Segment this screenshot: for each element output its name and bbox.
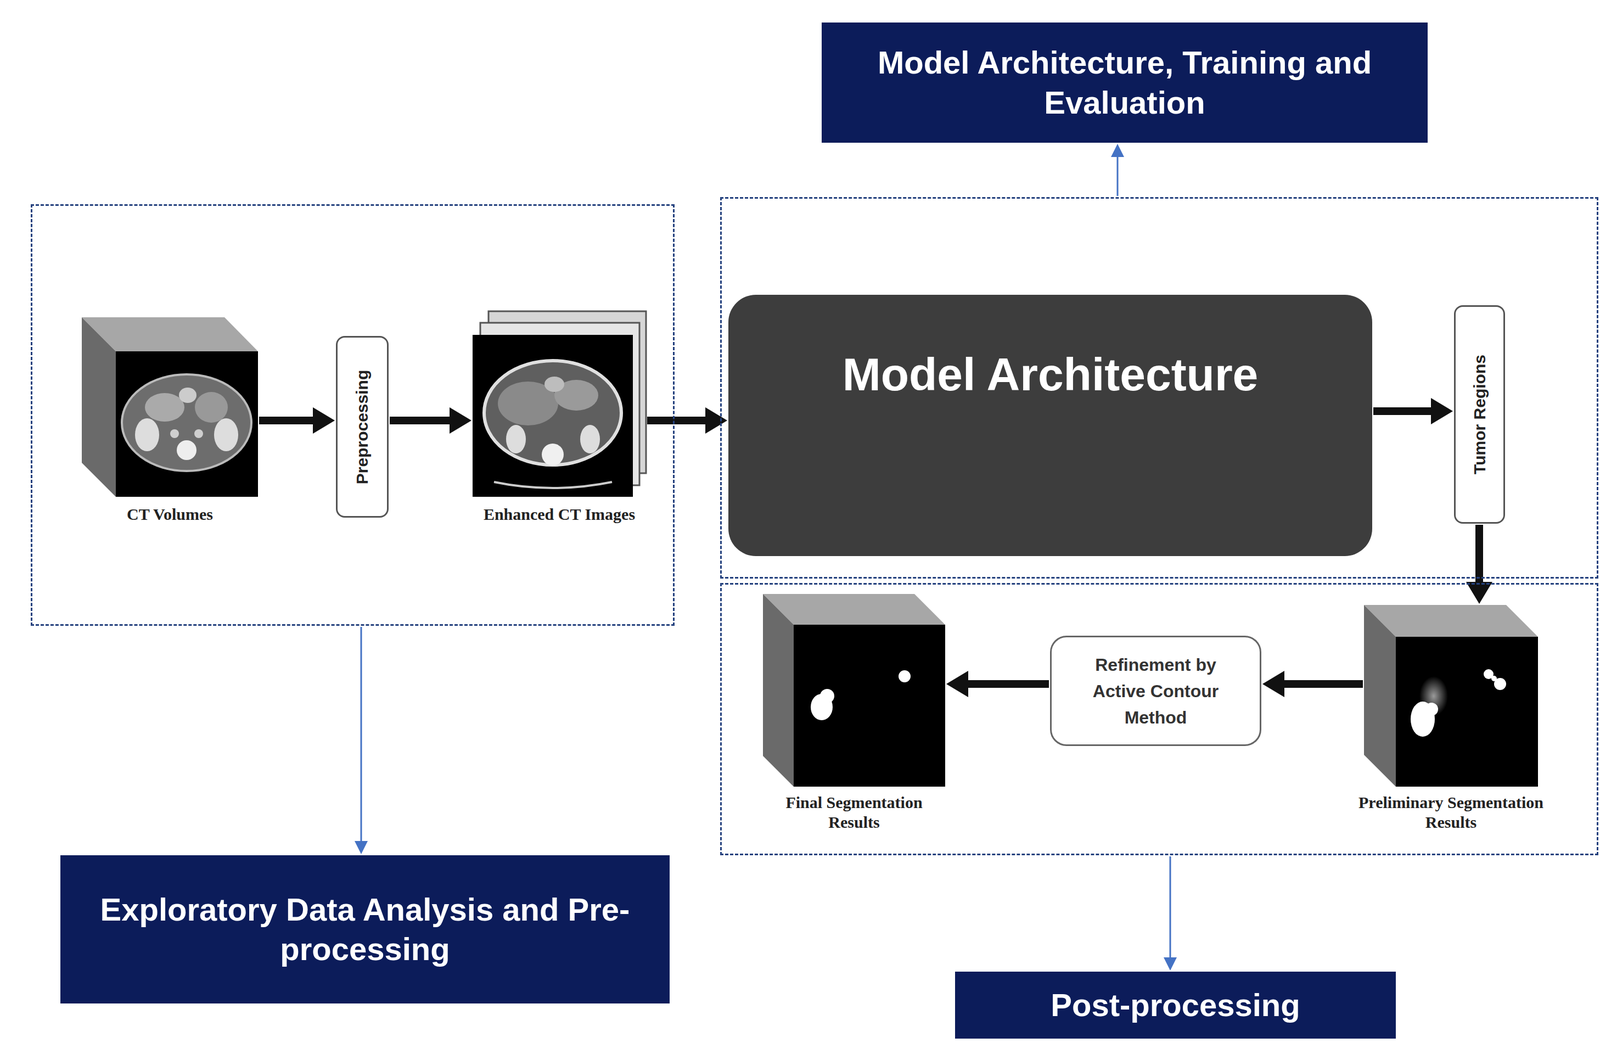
flow-arrow xyxy=(946,670,1049,698)
section-heading: Exploratory Data Analysis and Pre-proces… xyxy=(87,889,643,970)
section-pointer xyxy=(1163,856,1177,971)
ct-volume-cube-part xyxy=(178,387,197,403)
arrow-head xyxy=(449,407,472,434)
ct-volume-cube-part xyxy=(144,393,185,422)
enhanced-ct-stack-part xyxy=(580,424,600,454)
dashed-region: CT VolumesPreprocessingEnhanced CT Image… xyxy=(30,204,675,626)
ct-volume-cube-part xyxy=(81,317,116,497)
preliminary-segmentation-cube-part xyxy=(1363,604,1396,787)
process-box: Refinement by Active Contour Method xyxy=(1050,635,1262,746)
dashed-region: Model Architecture Tumor Regions xyxy=(720,197,1599,579)
image-caption: Enhanced CT Images xyxy=(449,504,670,525)
flow-arrow xyxy=(389,407,472,434)
model-label: Model Architecture xyxy=(842,346,1259,403)
ct-volume-cube-part xyxy=(121,374,252,471)
enhanced-ct-stack xyxy=(472,311,647,497)
flow-arrow xyxy=(647,407,728,434)
process-label: Refinement by Active Contour Method xyxy=(1076,651,1235,731)
segmentation-node: Preliminary Segmentation Results xyxy=(1363,604,1538,833)
arrow-head xyxy=(1163,957,1177,971)
flow-arrow xyxy=(1466,524,1493,604)
image-caption: CT Volumes xyxy=(87,504,253,525)
process-label: Preprocessing xyxy=(352,369,372,484)
process-label: Tumor Regions xyxy=(1470,354,1490,475)
flow-arrow xyxy=(1262,670,1363,698)
connector-line xyxy=(1116,155,1119,196)
arrow-head xyxy=(1110,143,1125,157)
connector-line xyxy=(1373,407,1433,415)
flow-arrow xyxy=(259,407,335,434)
final-segmentation-cube xyxy=(762,593,946,787)
enhanced-ct-stack-part xyxy=(493,481,613,488)
section-pointer xyxy=(354,626,368,855)
ct-volume-cube-part xyxy=(214,418,239,452)
arrow-head xyxy=(705,407,728,434)
arrow-head xyxy=(354,840,368,855)
connector-line xyxy=(1169,856,1172,959)
connector-line xyxy=(967,680,1049,688)
ct-volume-cube-part xyxy=(176,440,197,460)
enhanced-ct-stack-part xyxy=(544,376,565,392)
preliminary-segmentation-cube-part xyxy=(1424,702,1439,716)
enhanced-ct-stack-part xyxy=(472,334,633,497)
section-pointer xyxy=(1110,143,1125,196)
connector-line xyxy=(389,416,451,425)
connector-line xyxy=(360,626,363,842)
ct-volume-node: CT Volumes xyxy=(81,317,258,525)
section-heading-box: Model Architecture, Training and Evaluat… xyxy=(821,22,1428,143)
connector-line xyxy=(647,416,707,425)
arrow-head xyxy=(1262,670,1285,698)
final-segmentation-cube-part xyxy=(898,670,911,683)
section-heading: Post-processing xyxy=(1050,985,1300,1026)
ct-volume-cube-part xyxy=(135,418,160,452)
ct-image-node: Enhanced CT Images xyxy=(472,311,647,525)
preliminary-segmentation-cube-part xyxy=(1491,675,1497,682)
connector-line xyxy=(259,416,314,425)
connector-line xyxy=(1283,680,1363,688)
final-segmentation-cube-part xyxy=(762,593,946,625)
ct-volume-cube-part xyxy=(170,429,179,439)
dashed-region: Preliminary Segmentation Results Refineme… xyxy=(720,582,1599,856)
model-box: Model Architecture xyxy=(728,294,1373,557)
process-box: Preprocessing xyxy=(335,335,389,518)
section-heading-box: Exploratory Data Analysis and Pre-proces… xyxy=(60,855,670,1004)
arrow-head xyxy=(1466,581,1493,604)
arrow-head xyxy=(312,407,335,434)
ct-volume-cube-part xyxy=(194,391,228,423)
arrow-head xyxy=(1430,397,1453,425)
ct-volume-cube-part xyxy=(115,351,258,497)
segmentation-node: Final Segmentation Results xyxy=(762,593,946,833)
preliminary-segmentation-cube-part xyxy=(1395,636,1538,787)
final-segmentation-cube-part xyxy=(762,593,794,787)
preliminary-segmentation-cube xyxy=(1363,604,1538,787)
flow-arrow xyxy=(1373,397,1453,425)
image-caption: Final Segmentation Results xyxy=(763,792,945,833)
section-heading-box: Post-processing xyxy=(955,971,1396,1039)
enhanced-ct-stack-part xyxy=(541,443,564,466)
enhanced-ct-stack-part xyxy=(506,424,526,454)
process-box: Tumor Regions xyxy=(1453,305,1506,524)
arrow-head xyxy=(946,670,969,698)
ct-volume-cube-part xyxy=(194,429,204,439)
ct-volume-cube xyxy=(81,317,258,497)
connector-line xyxy=(1475,524,1484,583)
final-segmentation-cube-part xyxy=(793,624,946,787)
section-heading: Model Architecture, Training and Evaluat… xyxy=(849,42,1401,123)
image-caption: Preliminary Segmentation Results xyxy=(1335,792,1567,833)
final-segmentation-cube-part xyxy=(820,688,835,704)
enhanced-ct-stack-part xyxy=(484,360,622,465)
